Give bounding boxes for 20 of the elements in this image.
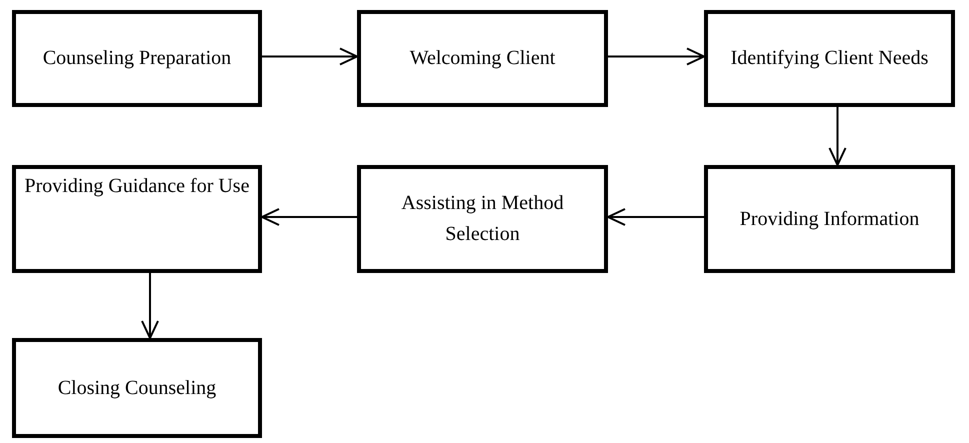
arrow	[261, 208, 357, 226]
arrow	[141, 273, 159, 339]
arrow	[262, 48, 358, 66]
box-label: Closing Counseling	[56, 376, 218, 400]
box-label: Providing Information	[738, 206, 920, 232]
box-label: Welcoming Client	[408, 46, 556, 71]
arrow	[607, 208, 704, 226]
arrow	[828, 107, 846, 166]
box-label: Providing Guidance for Use	[24, 174, 250, 199]
box-label: Counseling Preparation	[42, 46, 232, 71]
process-box	[12, 338, 262, 438]
arrow	[608, 48, 705, 66]
box-label: Assisting in Method Selection	[400, 191, 565, 247]
process-box	[12, 165, 262, 273]
process-box	[704, 10, 955, 107]
process-box	[357, 10, 608, 107]
box-label: Identifying Client Needs	[730, 46, 930, 71]
process-box	[12, 10, 262, 107]
process-box	[357, 165, 608, 273]
process-box	[704, 165, 955, 273]
